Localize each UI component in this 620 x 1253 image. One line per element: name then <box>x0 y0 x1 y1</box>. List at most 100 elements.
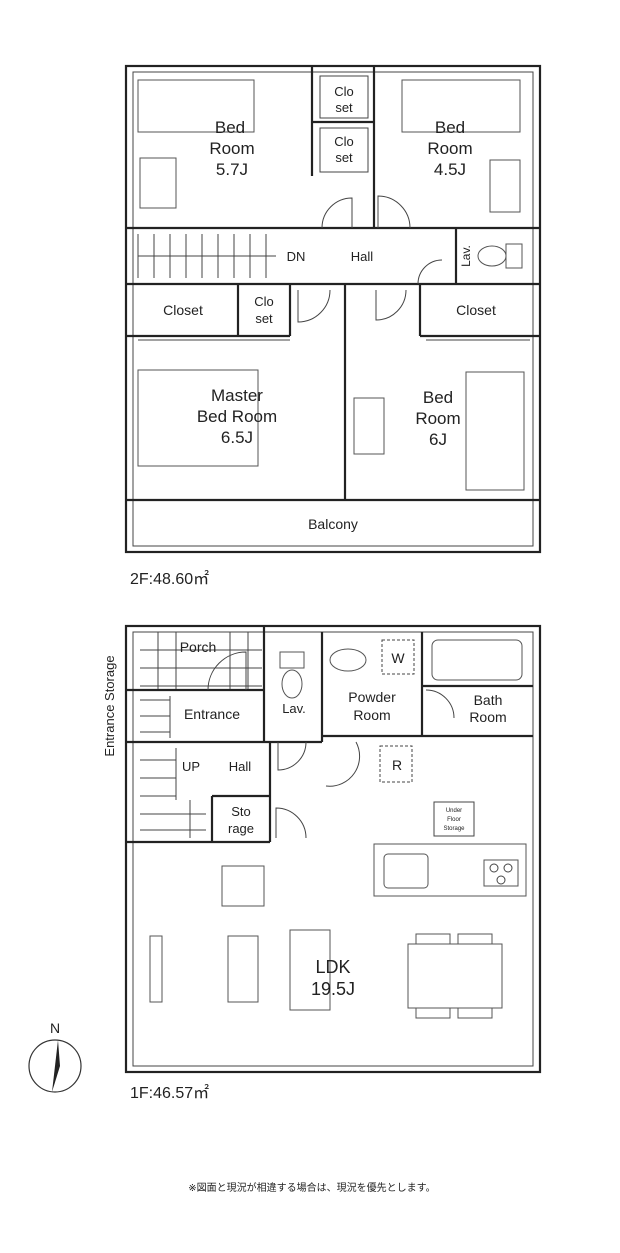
storage-line2: rage <box>228 821 254 836</box>
toilet-tank-1f <box>279 651 305 669</box>
ldk-sofa <box>289 929 331 1011</box>
fridge-box <box>379 745 413 783</box>
desk-5-7 <box>139 157 177 209</box>
lav-1f-label: Lav. <box>282 701 306 716</box>
bed-room-5-7-size: 5.7J <box>216 160 248 179</box>
closet-mid-line2: set <box>255 311 273 326</box>
stairs-1f <box>140 748 206 838</box>
dining-chair-4 <box>457 1007 493 1019</box>
stove <box>483 859 519 887</box>
dining-chair-3 <box>415 1007 451 1019</box>
bed-room-6-line1: Bed <box>423 388 453 407</box>
powder-room-line1: Powder <box>348 689 396 705</box>
ldk-low-table <box>227 935 259 1003</box>
closet-top-2-line2: set <box>335 150 353 165</box>
desk-4-5 <box>489 159 521 213</box>
bathtub <box>431 639 523 681</box>
floor2-inner-wall <box>132 71 534 547</box>
floor2-plan: Bed Room 5.7J Bed Room 4.5J Clo set Clo … <box>124 64 542 554</box>
powder-room-line2: Room <box>353 707 390 723</box>
dining-chair-1 <box>415 933 451 945</box>
bed-4-5 <box>401 79 521 133</box>
under-floor-storage-line3: Storage <box>443 826 465 832</box>
porch-label: Porch <box>180 639 217 655</box>
bed-room-6-line2: Room <box>415 409 460 428</box>
bed-room-4-5-size: 4.5J <box>434 160 466 179</box>
floor1-plan: Porch Entrance Storage Entrance Lav. W P… <box>102 624 542 1074</box>
washer-box <box>381 639 415 675</box>
door-storage <box>275 807 307 839</box>
closet-mid-line1: Clo <box>254 294 274 309</box>
door-bed6 <box>375 289 407 321</box>
door-5-7 <box>321 197 353 229</box>
bed-room-4-5-line2: Room <box>427 139 472 158</box>
door-powder <box>325 741 361 787</box>
floor1-outer-wall <box>124 624 542 1074</box>
entrance-storage-label: Entrance Storage <box>102 655 117 756</box>
stairs-2f <box>137 234 276 278</box>
dining-table <box>407 943 503 1009</box>
stairs-up-label: UP <box>182 759 200 774</box>
under-floor-storage-box <box>433 801 475 837</box>
under-floor-storage-line1: Under <box>446 808 462 814</box>
floor2-outer-wall <box>124 64 542 554</box>
bed-room-4-5-line1: Bed <box>435 118 465 137</box>
sink-powder <box>329 648 367 672</box>
toilet-2f <box>477 245 507 267</box>
kitchen-sink <box>383 853 429 889</box>
door-lav-1f <box>277 741 307 771</box>
closet-top-2-line1: Clo <box>334 134 354 149</box>
tv-board <box>149 935 163 1003</box>
hall-2f-label: Hall <box>351 249 374 264</box>
washer-label: W <box>391 650 405 666</box>
bath-room-line2: Room <box>469 709 506 725</box>
closet-top-1-line1: Clo <box>334 84 354 99</box>
toilet-1f <box>281 669 303 699</box>
bed-5-7 <box>137 79 255 133</box>
toilet-tank-2f <box>505 243 523 269</box>
dining-chair-2 <box>457 933 493 945</box>
master-bed-room-line2: Bed Room <box>197 407 277 426</box>
storage-line1: Sto <box>231 804 251 819</box>
ldk-label: LDK <box>315 957 350 977</box>
under-floor-storage-line2: Floor <box>447 817 461 823</box>
desk-6 <box>353 397 385 455</box>
floor2-area-label: 2F:48.60㎡ <box>130 570 209 588</box>
floor1-area-label: 1F:46.57㎡ <box>130 1084 209 1102</box>
door-lav-2f <box>417 259 443 285</box>
door-bath <box>425 689 455 719</box>
north-arrow-icon <box>52 1040 60 1092</box>
bed-6 <box>465 371 525 491</box>
porch-tiles <box>140 632 262 690</box>
door-master <box>297 289 331 323</box>
floor1-inner-wall <box>132 631 534 1067</box>
closet-left-label: Closet <box>163 302 203 318</box>
ldk-table-small <box>221 865 265 907</box>
bed-room-5-7-line2: Room <box>209 139 254 158</box>
entrance-label: Entrance <box>184 706 240 722</box>
stairs-dn-label: DN <box>287 249 306 264</box>
door-entrance <box>207 651 247 691</box>
hall-1f-label: Hall <box>229 759 252 774</box>
bed-master <box>137 369 259 467</box>
entrance-steps <box>140 696 171 738</box>
lav-2f-label: Lav. <box>459 245 473 267</box>
closet-right-label: Closet <box>456 302 496 318</box>
bed-room-6-size: 6J <box>429 430 447 449</box>
bath-room-line1: Bath <box>474 692 503 708</box>
master-bed-room-line1: Master <box>211 386 263 405</box>
compass-north-label: N <box>50 1020 60 1036</box>
closet-top-1-line2: set <box>335 100 353 115</box>
bed-room-5-7-line1: Bed <box>215 118 245 137</box>
closet-top-1-box <box>319 75 369 119</box>
closet-top-2-box <box>319 127 369 173</box>
master-bed-room-size: 6.5J <box>221 428 253 447</box>
fridge-label: R <box>392 757 402 773</box>
footnote: ※図面と現況が相違する場合は、現況を優先とします。 <box>188 1181 435 1194</box>
door-4-5 <box>377 195 411 229</box>
balcony-label: Balcony <box>308 516 358 532</box>
compass: N <box>28 1020 82 1093</box>
compass-circle <box>28 1039 82 1093</box>
